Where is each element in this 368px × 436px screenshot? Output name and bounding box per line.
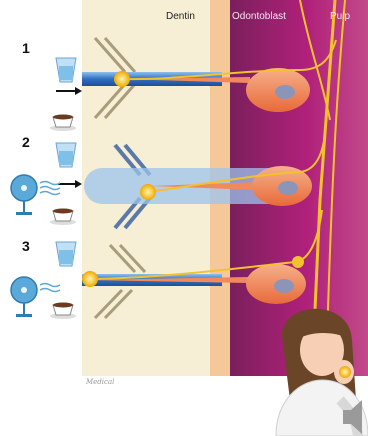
fan-icon — [11, 277, 60, 317]
pain-burst — [114, 71, 130, 87]
nerve-ending — [292, 256, 304, 268]
step-3-number: 3 — [22, 238, 30, 254]
arrow-head — [75, 180, 82, 188]
pain-burst — [140, 184, 156, 200]
step-1-number: 1 — [22, 40, 30, 56]
illustrator-signature: Medical — [86, 378, 114, 386]
dentin-label: Dentin — [166, 11, 195, 22]
fan-icon — [11, 175, 60, 215]
arrow-head — [75, 87, 82, 95]
hot-coffee-icon — [50, 115, 76, 132]
hot-coffee-icon — [50, 209, 76, 226]
step-2-number: 2 — [22, 134, 30, 150]
pulp-label: Pulp — [330, 11, 350, 22]
pain-burst — [82, 271, 98, 287]
cold-water-icon — [56, 143, 76, 167]
odontoblast-label: Odontoblast — [232, 11, 286, 22]
pain-burst — [339, 366, 351, 378]
cell-nucleus — [278, 181, 298, 195]
hot-coffee-icon — [50, 303, 76, 320]
cell-nucleus — [274, 279, 294, 293]
cold-water-icon — [56, 58, 76, 82]
cold-water-icon — [56, 242, 76, 266]
cell-nucleus — [275, 85, 295, 99]
